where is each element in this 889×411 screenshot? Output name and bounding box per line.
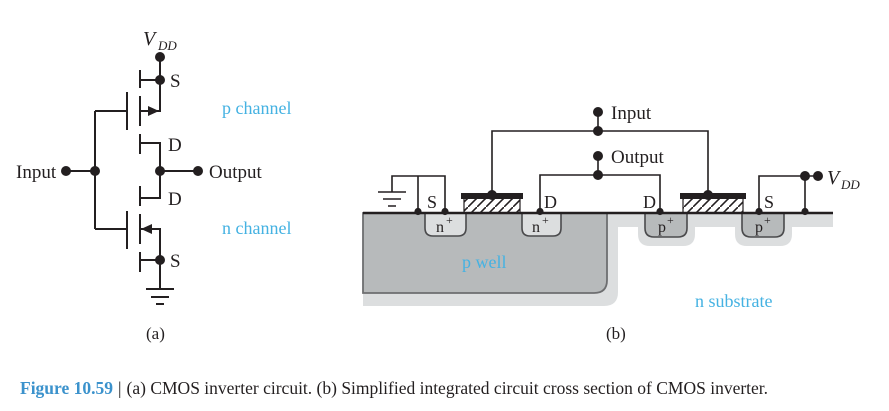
input-label: Input	[16, 162, 57, 183]
vdd-sub-label: DD	[840, 177, 860, 192]
vdd-label: V	[827, 167, 842, 189]
cross-section-b: Input Output V DD S D D S n + n + p + p …	[362, 103, 860, 343]
vdd-junction-dot	[800, 171, 810, 181]
nmos-drain-wire	[140, 171, 161, 199]
output-junction-dot	[593, 170, 603, 180]
ground-wire	[391, 175, 446, 213]
pmos-arrow-icon	[148, 106, 159, 116]
pmos-symbol	[95, 70, 165, 171]
vdd-terminal-dot	[813, 171, 823, 181]
nmos-source-label: S	[170, 251, 181, 272]
n-substrate-label: n substrate	[695, 291, 772, 311]
p-plus-label: p	[658, 219, 666, 236]
input-terminal-dot	[61, 166, 71, 176]
pmos-source-dot	[155, 75, 165, 85]
contact-bumps	[414, 207, 809, 216]
plus-sup: +	[667, 213, 674, 227]
output-terminal-dot	[193, 166, 203, 176]
nmos-symbol	[95, 171, 165, 272]
vdd-label: V	[143, 28, 158, 50]
pmos-drain-label: D	[168, 135, 182, 156]
n-plus-label: n	[436, 219, 444, 236]
p-plus-label: p	[755, 219, 763, 236]
input-terminal-dot	[593, 107, 603, 117]
gate-metal-bar	[680, 193, 746, 199]
ground-icon	[378, 191, 406, 207]
caption-text: (a) CMOS inverter circuit. (b) Simplifie…	[126, 377, 769, 398]
schematic-a: V DD S p channel D Input Output D n chan…	[16, 28, 291, 343]
plus-sup: +	[446, 213, 453, 227]
gate-oxide-hatch	[682, 197, 744, 214]
output-terminal-dot	[593, 151, 603, 161]
sublabel-b: (b)	[606, 324, 626, 343]
nmos-drain-label: D	[168, 189, 182, 210]
nmos-arrow-icon	[141, 224, 152, 234]
output-label: Output	[209, 162, 263, 183]
terminal-s-right: S	[764, 192, 774, 212]
pmos-drain-wire	[140, 142, 161, 171]
n-plus-region-right	[521, 212, 562, 237]
input-junction-dot	[593, 126, 603, 136]
vdd-sub-label: DD	[157, 38, 177, 53]
figure-caption: Figure 10.59|(a) CMOS inverter circuit. …	[20, 378, 872, 399]
terminal-d-left: D	[544, 192, 557, 212]
ground-icon	[146, 260, 174, 305]
nmos-body-source-wire	[140, 228, 161, 261]
output-junction-dot	[155, 166, 165, 176]
p-plus-region-left	[644, 212, 688, 238]
p-plus-region-right	[741, 212, 785, 238]
caption-separator: |	[118, 377, 122, 398]
n-channel-label: n channel	[222, 218, 291, 238]
gate-oxide-hatch	[463, 197, 521, 214]
pmos-source-body-wire	[140, 79, 161, 112]
plus-sup: +	[764, 213, 771, 227]
pmos-source-label: S	[170, 71, 181, 92]
terminal-s-left: S	[427, 192, 437, 212]
ground-net	[378, 175, 446, 213]
figure-number: Figure 10.59	[20, 377, 114, 398]
p-channel-label: p channel	[222, 98, 291, 118]
terminal-d-right: D	[643, 192, 656, 212]
pmos-gate-electrode	[680, 190, 746, 214]
p-well-label: p well	[462, 252, 507, 272]
input-junction-dot	[90, 166, 100, 176]
n-plus-label: n	[532, 219, 540, 236]
output-label: Output	[611, 147, 665, 168]
n-plus-region-left	[424, 212, 467, 237]
cmos-inverter-figure: V DD S p channel D Input Output D n chan…	[16, 28, 860, 343]
vdd-node-dot	[155, 52, 165, 62]
input-label: Input	[611, 103, 652, 124]
sublabel-a: (a)	[146, 324, 165, 343]
plus-sup: +	[542, 213, 549, 227]
